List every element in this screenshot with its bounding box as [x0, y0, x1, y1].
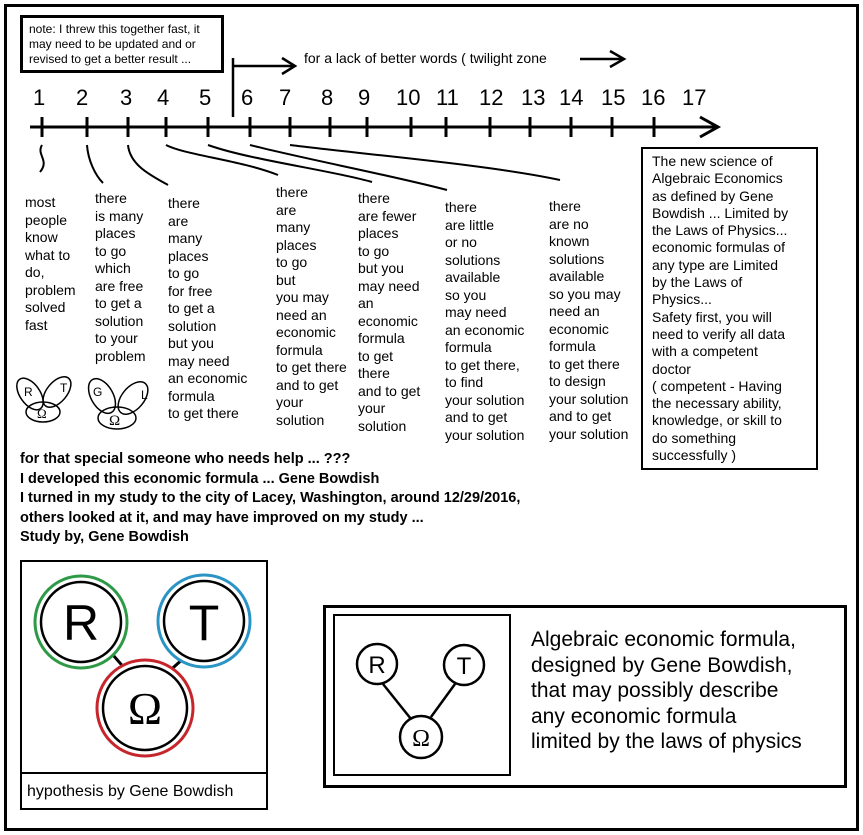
scale-number-17: 17 — [682, 85, 707, 110]
small-venn-1-left-label: R — [24, 385, 33, 399]
author-statement: for that special someone who needs help … — [20, 451, 521, 545]
scale-number-5: 5 — [199, 85, 212, 110]
scale-number-12: 12 — [479, 85, 504, 110]
formula-panel — [323, 605, 847, 788]
big-circle-right-outer — [156, 573, 252, 669]
small-venn-2-right-label: L — [141, 388, 148, 402]
column-connectors — [39, 144, 561, 191]
column-4-text: there are many places to go but you may … — [276, 184, 347, 428]
formula-circle-bottom — [398, 714, 444, 760]
scale-number-10: 10 — [396, 85, 421, 110]
outer-frame — [4, 4, 859, 831]
formula-caption: Algebraic economic formula, designed by … — [531, 628, 802, 753]
formula-diagram-frame — [333, 614, 511, 776]
hypothesis-label: hypothesis by Gene Bowdish — [20, 772, 268, 810]
column-6-text: there are little or no solutions availab… — [445, 199, 525, 443]
scale-number-3: 3 — [120, 85, 133, 110]
big-circle-left-outer — [33, 574, 129, 670]
small-venn-2-bottom-label: Ω — [109, 413, 120, 429]
formula-circle-right-label: T — [457, 653, 472, 680]
scale-number-16: 16 — [641, 85, 666, 110]
scale-number-14: 14 — [559, 85, 584, 110]
big-circle-bottom-label: Ω — [128, 683, 162, 734]
column-1-text: most people know what to do, problem sol… — [25, 194, 76, 333]
scale-number-15: 15 — [601, 85, 626, 110]
formula-circle-left-label: R — [368, 652, 385, 679]
scale-number-9: 9 — [358, 85, 371, 110]
scale-number-2: 2 — [76, 85, 89, 110]
small-venn-rt — [16, 376, 72, 423]
algebraic-economics-box: The new science of Algebraic Economics a… — [641, 147, 818, 470]
small-venn-2-left-label: G — [93, 385, 102, 399]
big-circle-bottom-outer — [95, 658, 195, 758]
big-circle-bottom — [101, 664, 189, 752]
formula-circle-bottom-label: Ω — [412, 726, 430, 752]
scale-number-1: 1 — [33, 85, 46, 110]
column-5-text: there are fewer places to go but you may… — [358, 190, 421, 434]
colored-circles-diagram: R T Ω — [33, 573, 252, 758]
small-venn-1-bottom-label: Ω — [37, 406, 47, 421]
small-venn-gl — [87, 377, 149, 430]
column-7-text: there are no known solutions available s… — [549, 198, 629, 442]
scale-ticks — [40, 117, 656, 137]
big-circle-right-label: T — [189, 595, 220, 651]
big-circle-left-label: R — [63, 595, 99, 651]
scale-number-4: 4 — [157, 85, 170, 110]
note-box: note: I threw this together fast, it may… — [20, 15, 224, 73]
small-venn-1-right-label: T — [60, 381, 68, 395]
column-2-text: there is many places to go which are fre… — [95, 190, 146, 364]
big-circle-left — [39, 580, 123, 664]
scale-arrow-head — [699, 115, 722, 139]
column-3-text: there are many places to go for free to … — [168, 195, 248, 421]
formula-circles-diagram: R T Ω — [355, 642, 486, 760]
big-circle-right — [162, 579, 246, 663]
scale-number-13: 13 — [521, 85, 546, 110]
scale-number-11: 11 — [436, 85, 459, 110]
formula-circle-right — [442, 643, 486, 687]
scale-number-6: 6 — [241, 85, 254, 110]
formula-circle-left — [355, 642, 399, 686]
twilight-zone-label: for a lack of better words ( twilight zo… — [304, 50, 547, 66]
scale-number-7: 7 — [279, 85, 292, 110]
scale-number-8: 8 — [321, 85, 334, 110]
